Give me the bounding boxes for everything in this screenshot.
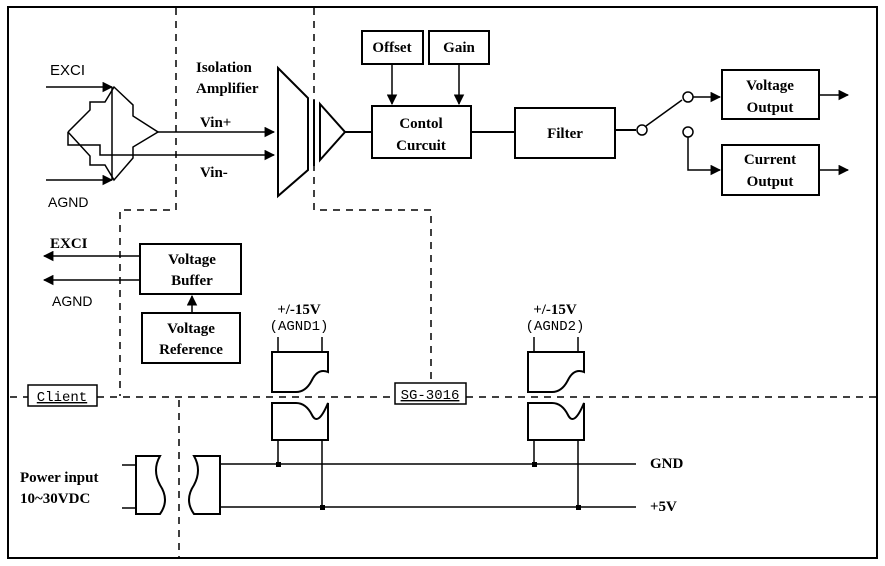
sensor-input-section: EXCI AGND Vin+ Vin-	[46, 62, 276, 210]
diagram-frame	[7, 6, 878, 559]
gain-block: Gain	[428, 30, 490, 106]
svg-text:+/-15V: +/-15V	[277, 302, 321, 318]
agnd-top-label: AGND	[48, 194, 88, 210]
svg-text:Gain: Gain	[443, 40, 475, 56]
vin-plus-label: Vin+	[200, 115, 231, 131]
svg-text:SG-3016: SG-3016	[401, 388, 460, 404]
isolated-supply-2: +/-15V (AGND2)	[526, 302, 585, 507]
svg-text:(AGND1): (AGND1)	[270, 319, 329, 335]
isolated-supply-1: +/-15V (AGND1)	[270, 302, 329, 507]
output-selector-switch	[636, 91, 722, 176]
svg-text:Voltage: Voltage	[168, 252, 216, 268]
client-label: Client	[27, 384, 98, 407]
svg-text:Current: Current	[744, 152, 796, 168]
isolation-boundaries	[10, 8, 877, 558]
plus5v-label: +5V	[650, 499, 677, 515]
svg-text:10~30VDC: 10~30VDC	[20, 491, 90, 507]
svg-text:Power input: Power input	[20, 470, 98, 486]
svg-text:Output: Output	[747, 100, 794, 116]
svg-text:Offset: Offset	[372, 40, 411, 56]
svg-text:Client: Client	[37, 390, 87, 406]
exci-bottom-label: EXCI	[50, 236, 88, 252]
offset-block: Offset	[361, 30, 424, 106]
isolation-amplifier-label-2: Amplifier	[196, 81, 259, 97]
module-label: SG-3016	[394, 382, 467, 405]
svg-text:Output: Output	[747, 174, 794, 190]
isolation-amplifier-trapezoid	[277, 65, 309, 199]
isolation-amplifier: Isolation Amplifier	[196, 60, 372, 199]
amplifier-triangle	[319, 101, 347, 163]
agnd-bottom-label: AGND	[52, 293, 92, 309]
svg-text:Filter: Filter	[547, 126, 583, 142]
svg-text:+/-15V: +/-15V	[533, 302, 577, 318]
power-input-section: Power input 10~30VDC GND +5V	[20, 455, 684, 515]
svg-text:Buffer: Buffer	[171, 273, 213, 289]
exci-top-label: EXCI	[50, 62, 85, 79]
svg-text:Reference: Reference	[159, 342, 223, 358]
filter-block: Filter	[514, 107, 616, 159]
gnd-label: GND	[650, 456, 684, 472]
svg-text:Curcuit: Curcuit	[396, 138, 446, 154]
svg-text:Voltage: Voltage	[167, 321, 215, 337]
control-circuit-block: Contol Curcuit	[371, 105, 472, 159]
svg-text:Voltage: Voltage	[746, 78, 794, 94]
isolation-amplifier-label-1: Isolation	[196, 60, 253, 76]
strain-gauge-bridge	[67, 85, 276, 182]
voltage-output-block: Voltage Output	[721, 69, 850, 120]
svg-text:(AGND2): (AGND2)	[526, 319, 585, 335]
vin-minus-label: Vin-	[200, 165, 228, 181]
voltage-buffer-section: EXCI AGND Voltage Buffer Voltage Referen…	[42, 236, 242, 364]
svg-text:Contol: Contol	[399, 116, 442, 132]
current-output-block: Current Output	[721, 144, 850, 196]
